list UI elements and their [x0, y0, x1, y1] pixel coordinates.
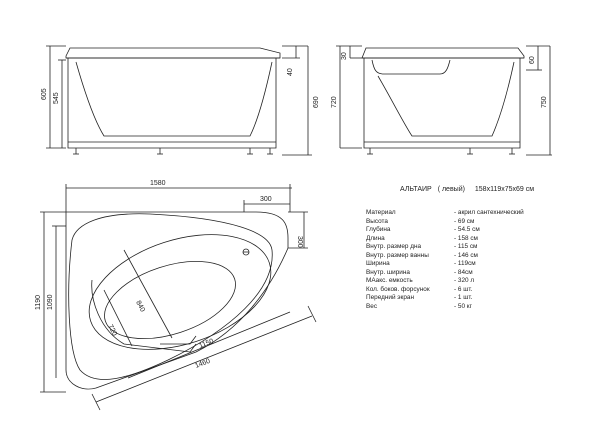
- dim-plan-bottom-width: 720: [106, 324, 118, 338]
- spec-value: - 69 см: [454, 217, 475, 225]
- dim-plan-width-inner: 1090: [47, 294, 54, 310]
- dim-plan-inner-length: 1460: [194, 358, 211, 370]
- spec-key: Ширина: [366, 260, 390, 267]
- spec-key: Высота: [366, 217, 388, 225]
- spec-value: - 6 шт.: [454, 285, 473, 293]
- spec-row: Глубина - 54.5 см: [366, 226, 524, 235]
- spec-key: Внутр. размер дна: [366, 243, 422, 250]
- spec-row: Внутр. размер ванны - 146 см: [366, 252, 524, 261]
- dim-side-height: 720: [331, 96, 338, 108]
- spec-key: МАакс. емкость: [366, 277, 413, 284]
- spec-value: - 115 см: [454, 243, 478, 250]
- dim-front-depth: 545: [53, 92, 60, 104]
- dim-front-height-total: 605: [41, 88, 48, 100]
- dim-plan-length: 1580: [150, 180, 166, 187]
- spec-value: - 146 см: [454, 251, 478, 259]
- dim-side-rim: 30: [341, 52, 348, 60]
- spec-key: Внутр. ширина: [366, 268, 410, 276]
- dim-side-overall: 750: [541, 96, 548, 108]
- spec-value: - 158 см: [454, 234, 478, 242]
- spec-value: - 320 л: [454, 277, 475, 284]
- spec-row: Вес - 50 кг: [366, 303, 524, 312]
- spec-title: АЛЬТАИР ( левый) 158x119x75x69 см: [400, 186, 538, 193]
- spec-value: - акрил сантехнический: [454, 209, 524, 216]
- spec-row: Материал - акрил сантехнический: [366, 209, 524, 218]
- spec-row: Длина - 158 см: [366, 235, 524, 244]
- dim-plan-bottom-length: 1150: [198, 338, 215, 350]
- model-size: 158x119x75x69 см: [474, 186, 535, 193]
- spec-key: Материал: [366, 209, 396, 216]
- model-name: АЛЬТАИР: [400, 186, 432, 193]
- dim-side-right-rim: 60: [529, 56, 536, 64]
- dim-front-rim: 40: [287, 68, 294, 76]
- plan-view: [40, 184, 317, 411]
- spec-key: Длина: [366, 234, 385, 242]
- spec-row: Внутр. ширина - 84см: [366, 269, 524, 278]
- spec-row: Ширина - 119см: [366, 260, 524, 269]
- spec-value: - 84см: [454, 268, 473, 276]
- side-view: [336, 45, 552, 156]
- dim-plan-corner-x: 300: [260, 196, 272, 203]
- dim-plan-corner-y: 300: [296, 236, 303, 248]
- spec-row: Кол. боков. форсунок - 6 шт.: [366, 286, 524, 295]
- spec-key: Внутр. размер ванны: [366, 251, 429, 259]
- spec-value: - 1 шт.: [454, 294, 473, 301]
- spec-key: Вес: [366, 302, 378, 310]
- dim-front-overall: 690: [313, 96, 320, 108]
- spec-row: Внутр. размер дна - 115 см: [366, 243, 524, 252]
- front-view: [46, 45, 312, 156]
- spec-key: Передний экран: [366, 294, 414, 301]
- spec-value: - 119см: [454, 260, 476, 267]
- spec-key: Кол. боков. форсунок: [366, 285, 430, 293]
- spec-row: МАакс. емкость - 320 л: [366, 277, 524, 286]
- model-variant: ( левый): [437, 186, 465, 193]
- dim-plan-inner-width: 840: [134, 300, 146, 314]
- spec-key: Глубина: [366, 226, 391, 233]
- spec-row: Высота - 69 см: [366, 218, 524, 227]
- spec-row: Передний экран - 1 шт.: [366, 294, 524, 303]
- spec-value: - 50 кг: [454, 302, 472, 310]
- dim-plan-width: 1190: [35, 295, 42, 310]
- spec-value: - 54.5 см: [454, 226, 480, 233]
